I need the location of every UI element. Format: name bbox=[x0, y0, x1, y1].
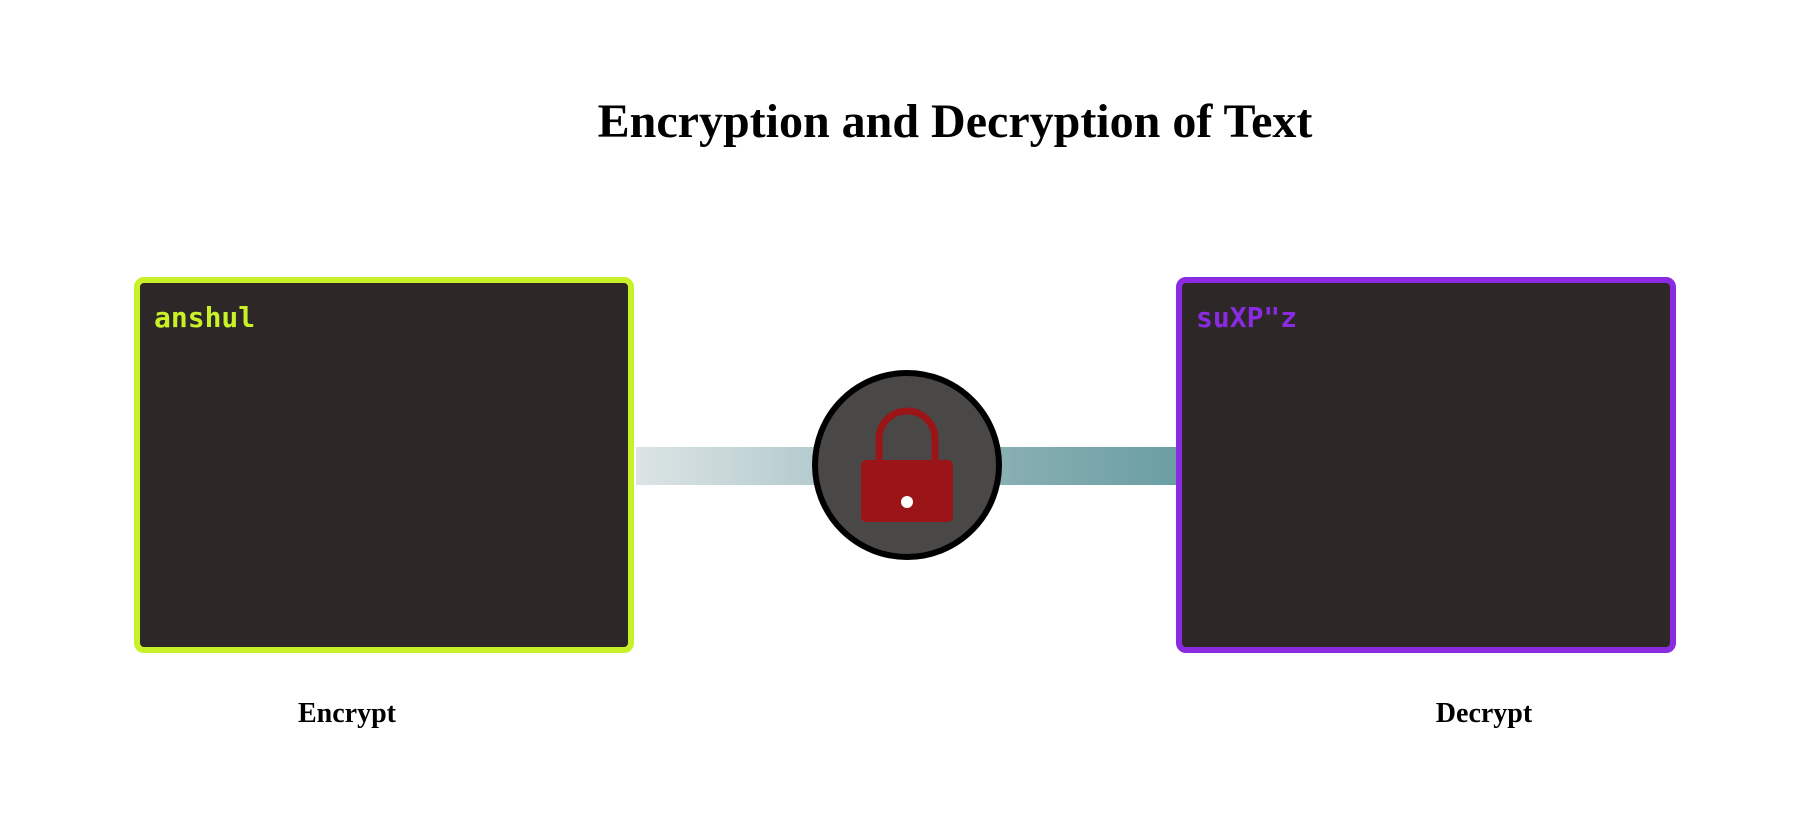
decrypt-label[interactable]: Decrypt bbox=[1435, 698, 1533, 729]
decrypt-output[interactable] bbox=[1176, 277, 1676, 653]
encrypt-label[interactable]: Encrypt bbox=[298, 698, 396, 729]
lock-toggle-button[interactable] bbox=[812, 370, 1002, 560]
page-title: Encryption and Decryption of Text bbox=[597, 95, 1313, 148]
encrypt-input[interactable] bbox=[134, 277, 634, 653]
padlock-icon bbox=[861, 407, 953, 522]
